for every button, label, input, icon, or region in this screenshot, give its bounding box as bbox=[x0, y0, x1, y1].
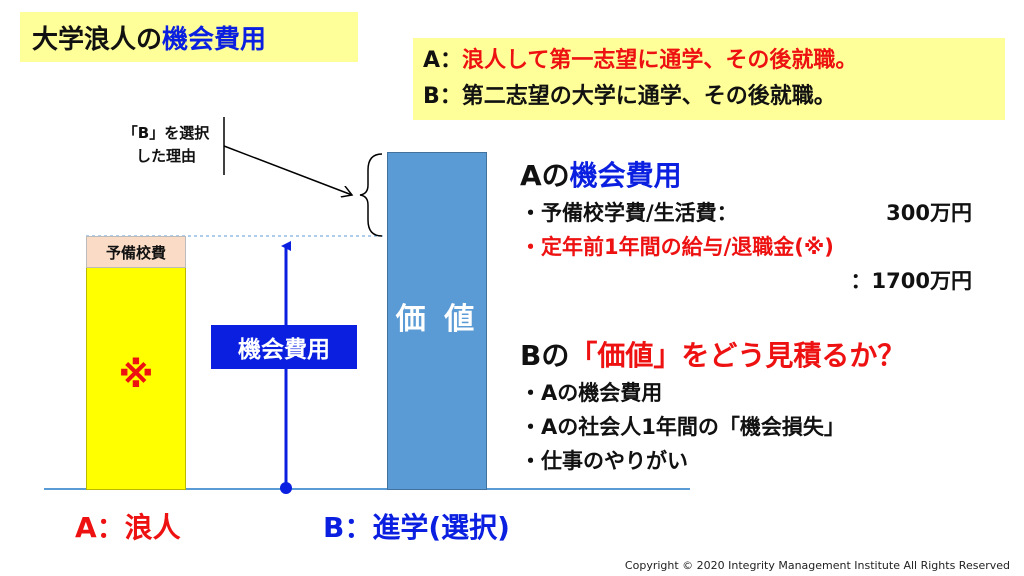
legend-b-prefix: B： bbox=[423, 84, 462, 109]
reason-line-2: した理由 bbox=[135, 147, 196, 165]
heading-a-prefix: Aの bbox=[520, 159, 570, 192]
b-item: ・仕事のやりがい bbox=[520, 449, 688, 473]
value-gap-brace bbox=[359, 153, 383, 237]
legend-a-text: 浪人して第一志望に通学、その後就職。 bbox=[462, 48, 858, 73]
legend-b-text: 第二志望の大学に通学、その後就職。 bbox=[461, 84, 836, 109]
heading-b: Bの「価値」をどう見積るか？ bbox=[520, 336, 1010, 376]
title-prefix: 大学浪人の bbox=[32, 24, 163, 55]
prep-school-cost-label: 予備校費 bbox=[105, 243, 166, 262]
legend-a-row: A：浪人して第一志望に通学、その後就職。 bbox=[423, 43, 995, 79]
a-item-1-value: 300万円 bbox=[886, 201, 972, 225]
opportunity-cost-text: 機会費用 bbox=[238, 337, 330, 363]
reason-annotation: 「B」を選択 した理由 bbox=[96, 122, 236, 168]
heading-a: Aの機会費用 bbox=[520, 156, 1010, 196]
title-highlight: 機会費用 bbox=[162, 24, 267, 55]
explanation-panel: Aの機会費用 ・予備校学費/生活費： 300万円 ・定年前1年間の給与/退職金(… bbox=[520, 156, 1010, 478]
legend-b-row: B：第二志望の大学に通学、その後就職。 bbox=[423, 79, 995, 115]
copyright-notice: Copyright © 2020 Integrity Management In… bbox=[624, 559, 1010, 572]
reason-line-1: 「B」を選択 bbox=[122, 124, 210, 142]
a-item-1: ・予備校学費/生活費： 300万円 bbox=[520, 196, 972, 230]
legend-a-prefix: A： bbox=[423, 48, 463, 73]
prep-school-cost-segment: 予備校費 bbox=[86, 236, 186, 268]
reason-pointer-line bbox=[223, 145, 352, 195]
b-item: ・Aの機会費用 bbox=[520, 381, 663, 405]
x-label-a: A：浪人 bbox=[75, 511, 181, 544]
heading-b-highlight: 「価値」をどう見積るか？ bbox=[569, 339, 906, 372]
page-title: 大学浪人の機会費用 bbox=[20, 12, 358, 62]
b-item: ・Aの社会人1年間の「機会損失」 bbox=[520, 415, 845, 439]
bar-a bbox=[86, 268, 186, 490]
bar-a-mark: ※ bbox=[118, 355, 154, 396]
a-item-2-value: ：1700万円 bbox=[850, 269, 972, 293]
arrow-origin-dot bbox=[280, 482, 292, 494]
a-item-1-label: ・予備校学費/生活費： bbox=[520, 201, 738, 225]
scenario-legend: A：浪人して第一志望に通学、その後就職。 B：第二志望の大学に通学、その後就職。 bbox=[413, 38, 1005, 120]
heading-b-prefix: Bの bbox=[520, 339, 570, 372]
bar-b-value-label: 価 値 bbox=[395, 302, 479, 337]
a-item-2: ・定年前1年間の給与/退職金(※) bbox=[520, 235, 834, 259]
heading-a-highlight: 機会費用 bbox=[569, 159, 682, 192]
bar-b bbox=[387, 152, 487, 490]
opportunity-cost-label: 機会費用 bbox=[211, 325, 357, 369]
x-label-b: B：進学(選択) bbox=[323, 511, 510, 544]
